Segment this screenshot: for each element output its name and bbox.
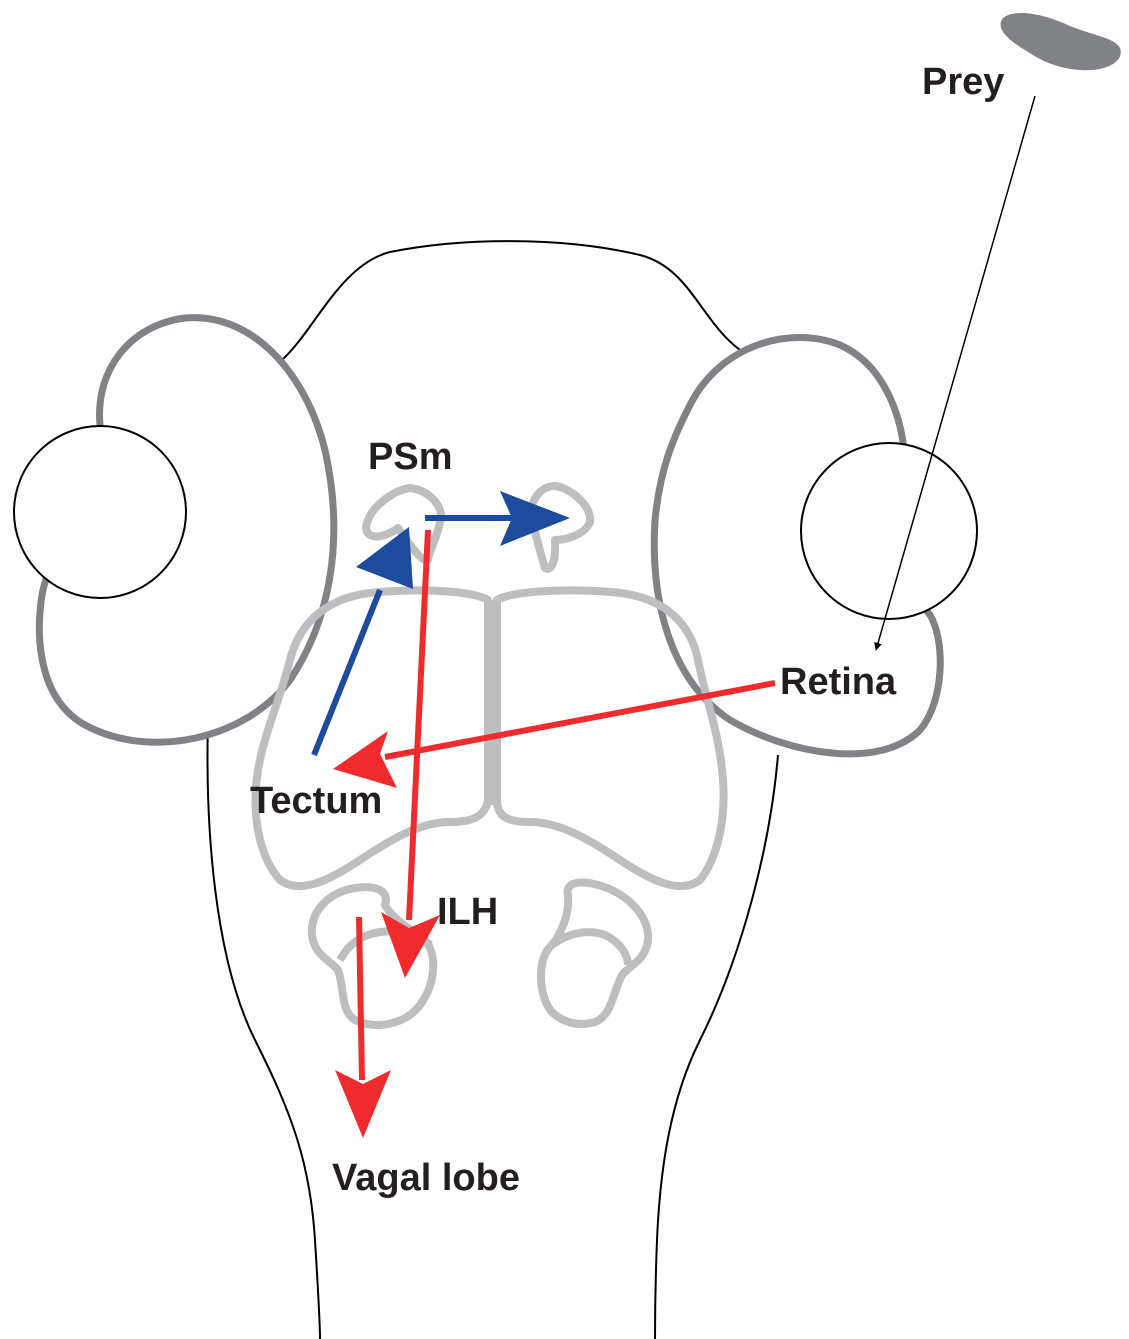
label-tectum: Tectum (250, 780, 382, 822)
label-vagal-lobe: Vagal lobe (332, 1157, 520, 1199)
right-eye-lens (801, 443, 977, 619)
ilh-to-vagal-arrow-shaft (359, 917, 362, 1080)
prey-shape (1001, 13, 1121, 70)
ilh-right-inner (552, 932, 628, 965)
label-psm: PSm (368, 436, 452, 478)
label-prey: Prey (922, 61, 1004, 103)
left-eye-lens (14, 426, 186, 598)
label-retina: Retina (780, 661, 897, 703)
label-ilh: ILH (437, 891, 498, 933)
ilh-to-vagal-arrowhead (335, 1070, 391, 1138)
ilh-right (541, 882, 648, 1023)
